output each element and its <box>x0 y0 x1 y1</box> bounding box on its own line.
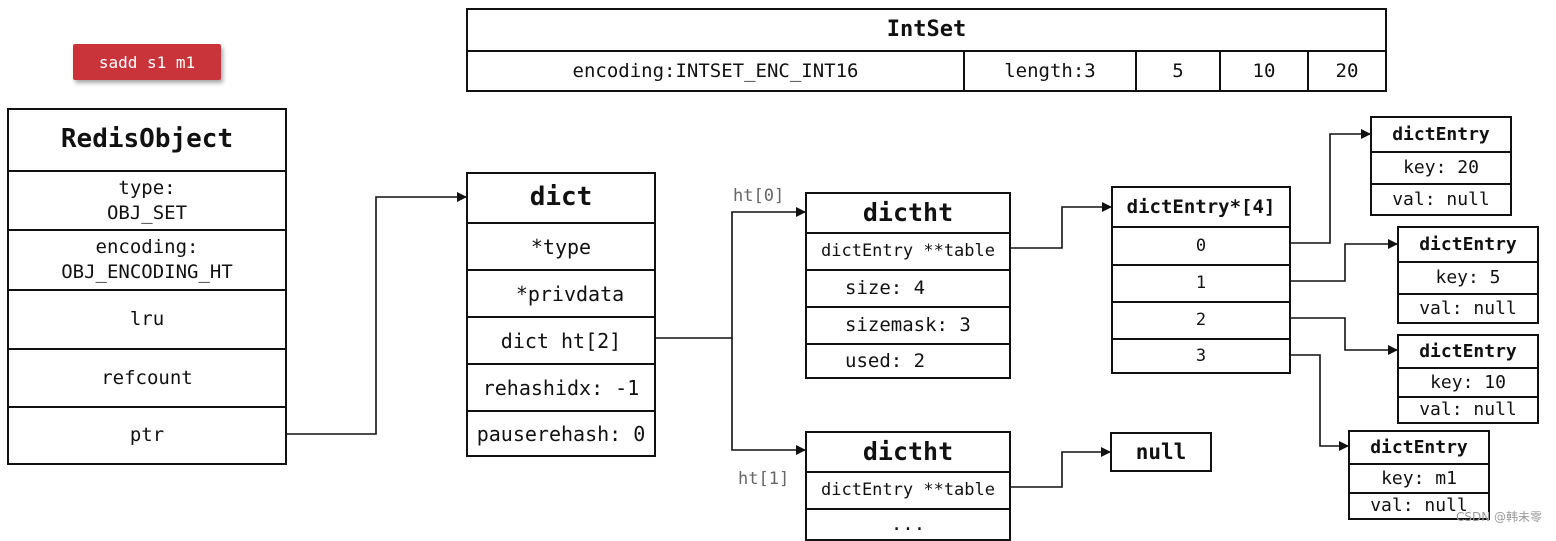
bucket-0: 0 <box>1113 226 1289 264</box>
dict-entry-val: val: null <box>1399 396 1537 422</box>
dict-entry-key: key: 20 <box>1372 151 1510 183</box>
arrow-bucket0 <box>1290 129 1371 244</box>
intset-row: encoding:INTSET_ENC_INT16 length:3 5 10 … <box>468 50 1385 90</box>
dict-box: dict *type *privdata dict ht[2] rehashid… <box>466 172 656 457</box>
redis-object-encoding: encoding: OBJ_ENCODING_HT <box>9 229 285 289</box>
null-box: null <box>1110 432 1212 472</box>
dict-entry-node: dictEntry key: 5 val: null <box>1397 226 1539 324</box>
dict-field-pauserehash: pauserehash: 0 <box>468 410 654 455</box>
intset-value: 5 <box>1137 52 1221 90</box>
dict-field-ht: dict ht[2] <box>468 316 654 363</box>
type-label: type: <box>118 176 176 199</box>
dictht1-box: dictht dictEntry **table ... <box>805 431 1011 541</box>
dictht0-box: dictht dictEntry **table size: 4 sizemas… <box>805 192 1011 379</box>
dict-entry-title: dictEntry <box>1419 340 1517 362</box>
intset-title: IntSet <box>886 16 967 42</box>
dictht1-table: dictEntry **table <box>807 471 1009 508</box>
arrow-bucket3 <box>1290 354 1349 451</box>
dictht0-table: dictEntry **table <box>807 232 1009 269</box>
command-badge: sadd s1 m1 <box>73 44 221 80</box>
redis-object-title: RedisObject <box>60 124 234 155</box>
ht0-label: ht[0] <box>733 186 785 206</box>
arrow-table1-to-null <box>1010 447 1111 488</box>
ht1-label: ht[1] <box>738 469 790 489</box>
redis-object-lru: lru <box>9 289 285 348</box>
dict-entry-val: val: null <box>1372 183 1510 214</box>
dict-field-rehashidx: rehashidx: -1 <box>468 363 654 410</box>
redis-object-box: RedisObject type: OBJ_SET encoding: OBJ_… <box>7 108 287 465</box>
bucket-3: 3 <box>1113 338 1289 372</box>
arrow-bucket1 <box>1290 239 1398 282</box>
type-value: OBJ_SET <box>106 201 188 224</box>
arrow-ptr-to-dict <box>286 192 467 435</box>
bucket-1: 1 <box>1113 264 1289 301</box>
dict-entry-key: key: 10 <box>1399 367 1537 396</box>
dict-entry-node: dictEntry key: 10 val: null <box>1397 334 1539 424</box>
dictht0-sizemask: sizemask: 3 <box>807 306 1009 343</box>
dict-entry-title: dictEntry <box>1370 436 1468 458</box>
encoding-value: OBJ_ENCODING_HT <box>61 261 233 283</box>
intset-box: IntSet encoding:INTSET_ENC_INT16 length:… <box>466 8 1387 92</box>
dict-entry-node: dictEntry key: 20 val: null <box>1370 116 1512 216</box>
encoding-label: encoding: <box>95 236 199 259</box>
arrow-table-to-array <box>1010 202 1112 249</box>
dict-entry-array-title: dictEntry*[4] <box>1126 195 1276 218</box>
dict-field-privdata: *privdata <box>468 269 654 316</box>
dict-entry-title: dictEntry <box>1392 123 1490 145</box>
dict-title: dict <box>529 182 593 213</box>
intset-value: 20 <box>1335 60 1359 82</box>
arrow-dict-ht1 <box>731 338 806 455</box>
dict-entry-node: dictEntry key: m1 val: null <box>1348 430 1490 520</box>
dict-field-type: *type <box>468 222 654 269</box>
watermark: CSDN @韩未零 <box>1455 510 1542 524</box>
dictht1-ellipsis: ... <box>807 508 1009 539</box>
arrow-dict-ht <box>655 207 806 339</box>
dict-entry-key: key: 5 <box>1399 261 1537 293</box>
redis-object-refcount: refcount <box>9 348 285 406</box>
redis-object-type: type: OBJ_SET <box>9 170 285 229</box>
dict-entry-val: val: null <box>1350 492 1488 518</box>
dict-entry-key: key: m1 <box>1350 463 1488 492</box>
dictht0-title: dictht <box>862 197 954 227</box>
intset-value: 10 <box>1221 52 1309 90</box>
bucket-2: 2 <box>1113 301 1289 338</box>
intset-encoding: encoding:INTSET_ENC_INT16 <box>468 52 965 90</box>
intset-length: length:3 <box>965 52 1137 90</box>
dict-entry-array-box: dictEntry*[4] 0 1 2 3 <box>1111 186 1291 374</box>
dictht1-title: dictht <box>862 436 954 466</box>
dictht0-size: size: 4 <box>807 269 1009 306</box>
arrow-bucket2 <box>1290 317 1398 355</box>
dict-entry-val: val: null <box>1399 293 1537 322</box>
dictht0-used: used: 2 <box>807 343 1009 377</box>
dict-entry-title: dictEntry <box>1419 233 1517 255</box>
redis-object-ptr: ptr <box>9 406 285 463</box>
